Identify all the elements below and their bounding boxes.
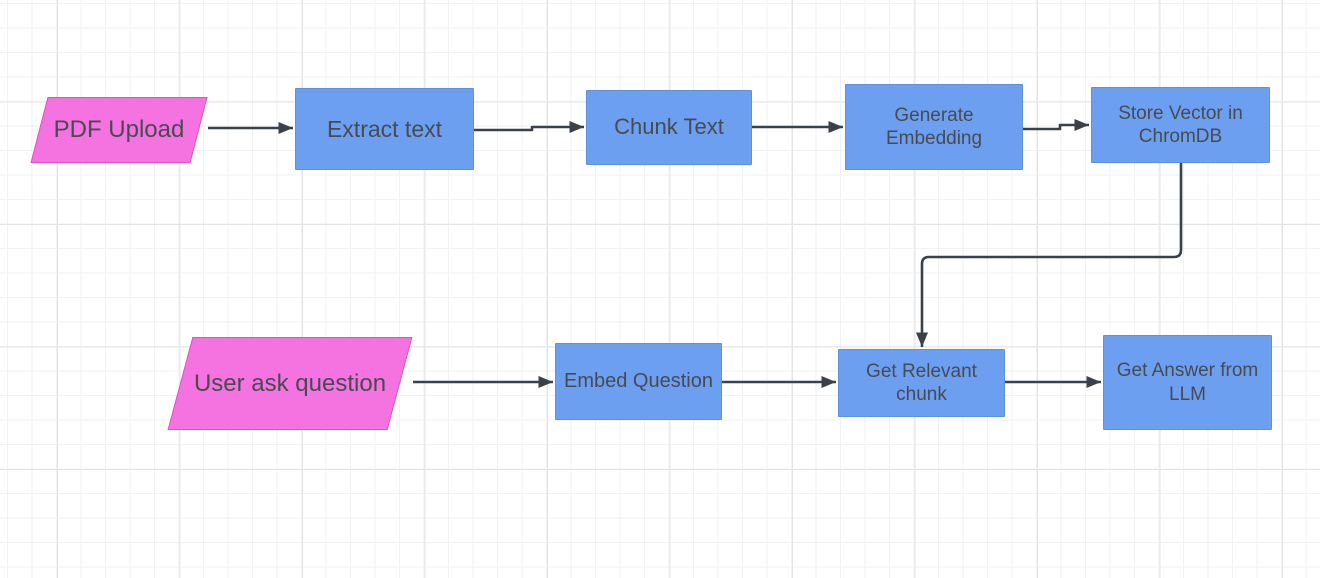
node-label: Extract text <box>326 115 443 142</box>
node-pdf-upload[interactable]: PDF Upload <box>30 97 208 163</box>
node-label: Embed Question <box>564 370 713 393</box>
node-label: PDF Upload <box>53 116 185 144</box>
node-label: User ask question <box>193 369 387 397</box>
node-embed-question[interactable]: Embed Question <box>555 343 722 420</box>
edge-generate-embedding-to-store-vector[interactable] <box>1023 119 1089 131</box>
node-generate-embedding[interactable]: Generate Embedding <box>845 84 1023 170</box>
edge-extract-text-to-chunk-text[interactable] <box>474 121 584 133</box>
edge-store-vector-to-get-relevant-chunk[interactable] <box>916 163 1183 347</box>
node-get-answer-from-llm[interactable]: Get Answer from LLM <box>1103 335 1272 430</box>
node-get-relevant-chunk[interactable]: Get Relevant chunk <box>838 349 1005 417</box>
node-chunk-text[interactable]: Chunk Text <box>586 90 752 165</box>
node-user-ask-question[interactable]: User ask question <box>167 337 413 430</box>
node-label: Get Answer from LLM <box>1116 360 1259 405</box>
node-extract-text[interactable]: Extract text <box>295 88 474 170</box>
node-label: Generate Embedding <box>885 104 983 149</box>
node-store-vector-in-chromdb[interactable]: Store Vector in ChromDB <box>1091 87 1270 163</box>
node-label: Chunk Text <box>614 114 724 140</box>
node-label: Get Relevant chunk <box>866 360 977 405</box>
node-label: Store Vector in ChromDB <box>1118 102 1243 147</box>
